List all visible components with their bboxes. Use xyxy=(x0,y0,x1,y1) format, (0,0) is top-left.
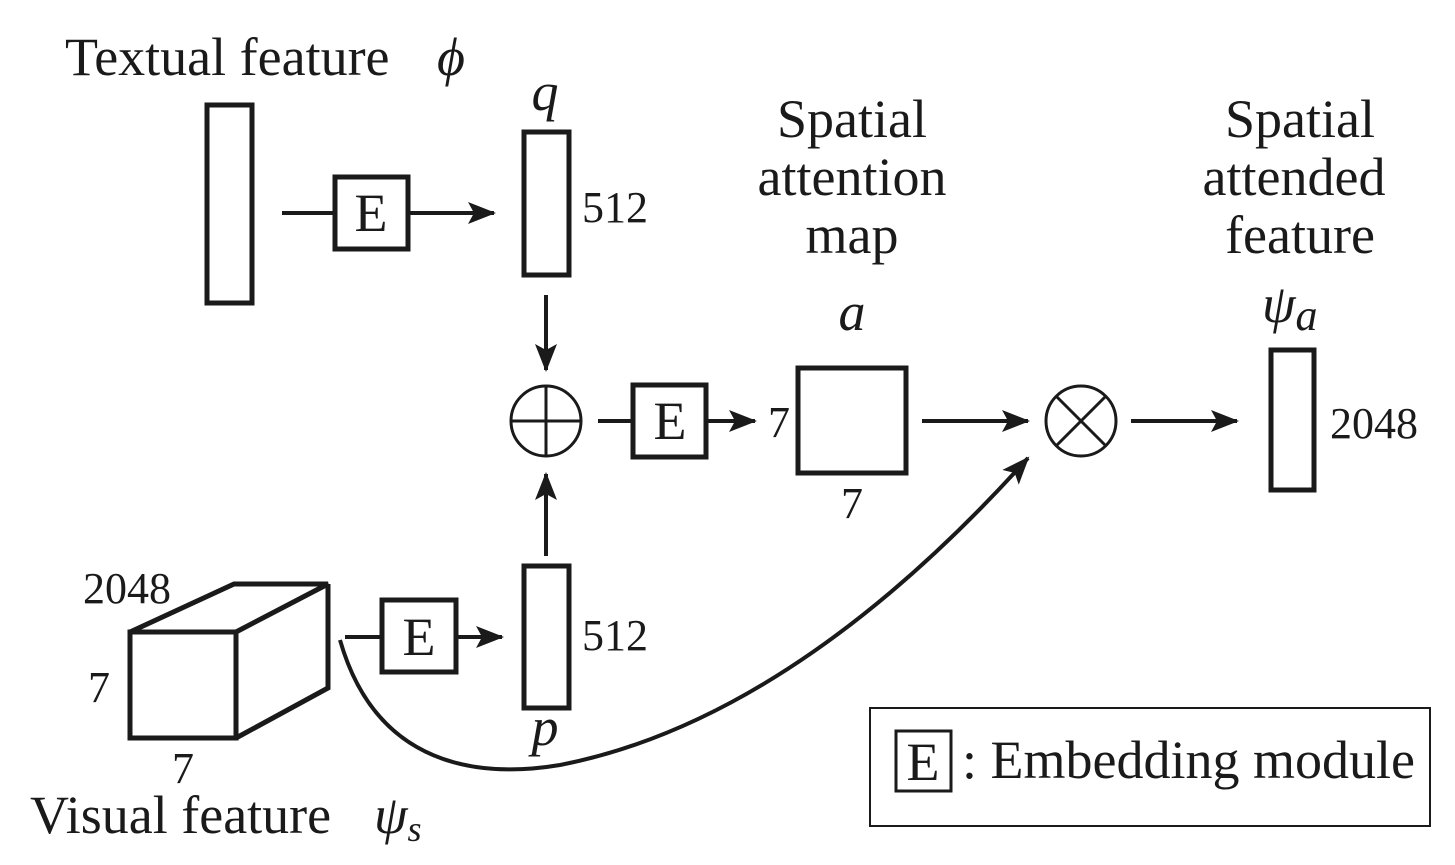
attention-map-square xyxy=(795,365,909,476)
visual-depth-label: 2048 xyxy=(83,564,171,613)
attention-map-group: Spatial attention map a 7 7 xyxy=(758,89,947,528)
visual-feature-title: Visual feature xyxy=(30,785,331,845)
attended-title-line-1: Spatial xyxy=(1225,89,1375,149)
legend: E : Embedding module xyxy=(869,707,1431,827)
multiply-operator xyxy=(1044,384,1118,458)
textual-feature-title: Textual feature xyxy=(65,27,390,87)
attended-feature-vector xyxy=(1268,347,1317,493)
visual-width-label: 7 xyxy=(172,744,194,793)
q-symbol: q xyxy=(532,62,559,122)
legend-box xyxy=(869,707,1431,827)
visual-feature-cuboid xyxy=(127,581,331,741)
legend-key-label: E xyxy=(907,732,940,792)
attention-map-title-line-2: attention xyxy=(758,147,947,207)
q-dim-label: 512 xyxy=(582,183,648,232)
attended-title-line-3: feature xyxy=(1225,205,1375,265)
attention-map-height-label: 7 xyxy=(768,398,790,447)
textual-feature-vector xyxy=(204,102,255,306)
q-vector xyxy=(521,129,572,278)
skip-connection-curve xyxy=(338,456,1030,772)
embedding-module-attention-label: E xyxy=(654,391,687,451)
attention-map-title-line-1: Spatial xyxy=(777,89,927,149)
visual-feature-symbol: ψs xyxy=(374,785,422,849)
p-dim-label: 512 xyxy=(582,611,648,660)
visual-branch: 2048 7 7 Visual feature ψs E 512 p xyxy=(30,456,1030,849)
embedding-module-text: E xyxy=(332,174,411,252)
add-operator xyxy=(509,384,583,458)
attended-feature-group: Spatial attended feature ψa 2048 xyxy=(1203,89,1418,493)
textual-branch: Textual feature ϕ E q 512 xyxy=(65,27,648,372)
embedding-module-text-label: E xyxy=(355,183,388,243)
attended-title-line-2: attended xyxy=(1203,147,1386,207)
embedding-module-visual-label: E xyxy=(403,607,436,667)
p-symbol: p xyxy=(528,697,559,757)
attended-dim-label: 2048 xyxy=(1330,399,1418,448)
p-vector xyxy=(521,563,572,711)
legend-key-box xyxy=(894,729,953,793)
attention-map-width-label: 7 xyxy=(841,479,863,528)
textual-feature-symbol: ϕ xyxy=(437,27,465,87)
attention-map-title-line-3: map xyxy=(806,205,899,265)
embedding-module-attention: E xyxy=(630,382,709,460)
attended-symbol: ψa xyxy=(1262,274,1318,340)
visual-height-label: 7 xyxy=(88,663,110,712)
legend-text: : Embedding module xyxy=(962,730,1415,790)
attention-map-symbol: a xyxy=(839,282,866,342)
embedding-module-visual: E xyxy=(379,597,459,675)
